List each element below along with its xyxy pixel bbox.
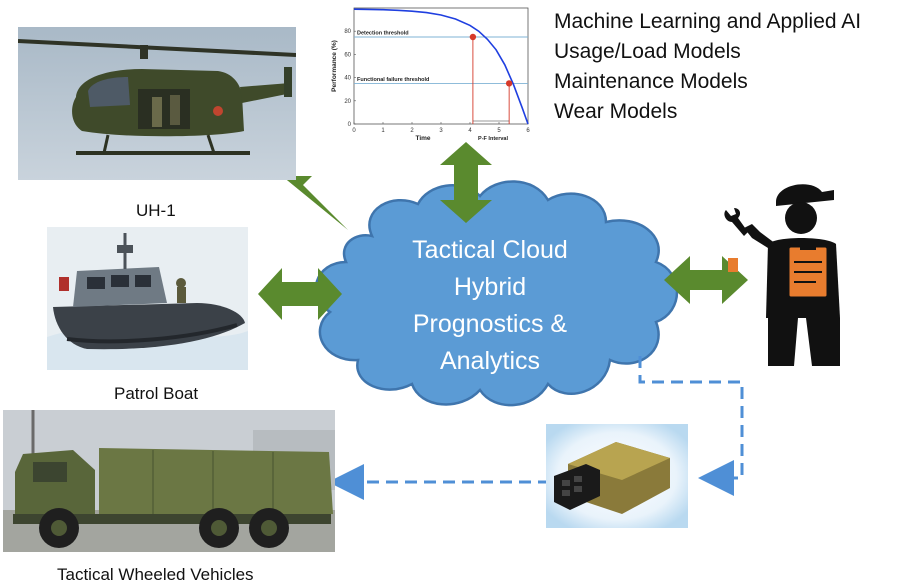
arrow-boat-cloud bbox=[258, 268, 342, 320]
chart-y-axis-label: Performance (%) bbox=[331, 40, 338, 92]
mechanic-figure bbox=[724, 184, 840, 366]
chart-failure-point bbox=[505, 80, 513, 87]
arrow-cloud-mechanic bbox=[664, 256, 748, 304]
chart-x-tick-label: 1 bbox=[381, 128, 385, 134]
chart-threshold-label: Functional failure threshold bbox=[357, 77, 429, 83]
models-list-item: Usage/Load Models bbox=[554, 40, 741, 63]
chart-threshold-label: Detection threshold bbox=[357, 31, 409, 37]
helicopter-photo bbox=[18, 27, 296, 180]
models-list-item: Maintenance Models bbox=[554, 70, 748, 93]
chart-y-tick-label: 80 bbox=[344, 29, 351, 35]
helicopter-label: UH-1 bbox=[136, 201, 176, 220]
patrol-boat-photo bbox=[47, 227, 248, 370]
arrow-chart-cloud bbox=[440, 142, 492, 223]
chart-x-tick-label: 5 bbox=[497, 128, 501, 134]
ecu-device-photo bbox=[546, 424, 688, 528]
models-list-item: Machine Learning and Applied AI bbox=[554, 10, 862, 33]
chart-failure-point bbox=[469, 33, 477, 41]
chart-x-tick-label: 2 bbox=[410, 128, 414, 134]
chart-x-tick-label: 6 bbox=[526, 128, 530, 134]
cloud-label-line: Tactical Cloud bbox=[412, 236, 568, 264]
chart-performance-curve bbox=[353, 8, 529, 125]
cloud-label-line: Analytics bbox=[439, 347, 541, 375]
tactical-cloud bbox=[314, 180, 679, 407]
chart-x-tick-label: 4 bbox=[468, 128, 472, 134]
cloud-label-line: Prognostics & bbox=[412, 310, 568, 338]
chart-pf-interval-label: P-F Interval bbox=[478, 136, 508, 142]
models-list: Machine Learning and Applied AI Usage/Lo… bbox=[554, 7, 861, 127]
chart-x-tick-label: 3 bbox=[439, 128, 443, 134]
dashed-feedback-path bbox=[328, 356, 744, 500]
mechanic-orange-tab bbox=[728, 258, 738, 272]
cloud-label: Tactical Cloud Hybrid Prognostics & Anal… bbox=[360, 232, 620, 380]
models-list-item: Wear Models bbox=[554, 100, 678, 123]
chart-y-tick-label: 0 bbox=[348, 122, 352, 128]
chart-y-tick-label: 60 bbox=[344, 52, 351, 58]
chart-x-tick-label: 0 bbox=[352, 128, 356, 134]
boat-label: Patrol Boat bbox=[114, 384, 199, 403]
chart-x-axis-label: Time bbox=[415, 135, 430, 142]
truck-photo bbox=[3, 410, 335, 552]
truck-label: Tactical Wheeled Vehicles bbox=[57, 565, 254, 584]
arrow-helicopter-cloud bbox=[282, 176, 348, 230]
chart-y-tick-label: 20 bbox=[344, 99, 351, 105]
chart-y-tick-label: 40 bbox=[344, 76, 351, 82]
cloud-label-line: Hybrid bbox=[453, 273, 527, 301]
